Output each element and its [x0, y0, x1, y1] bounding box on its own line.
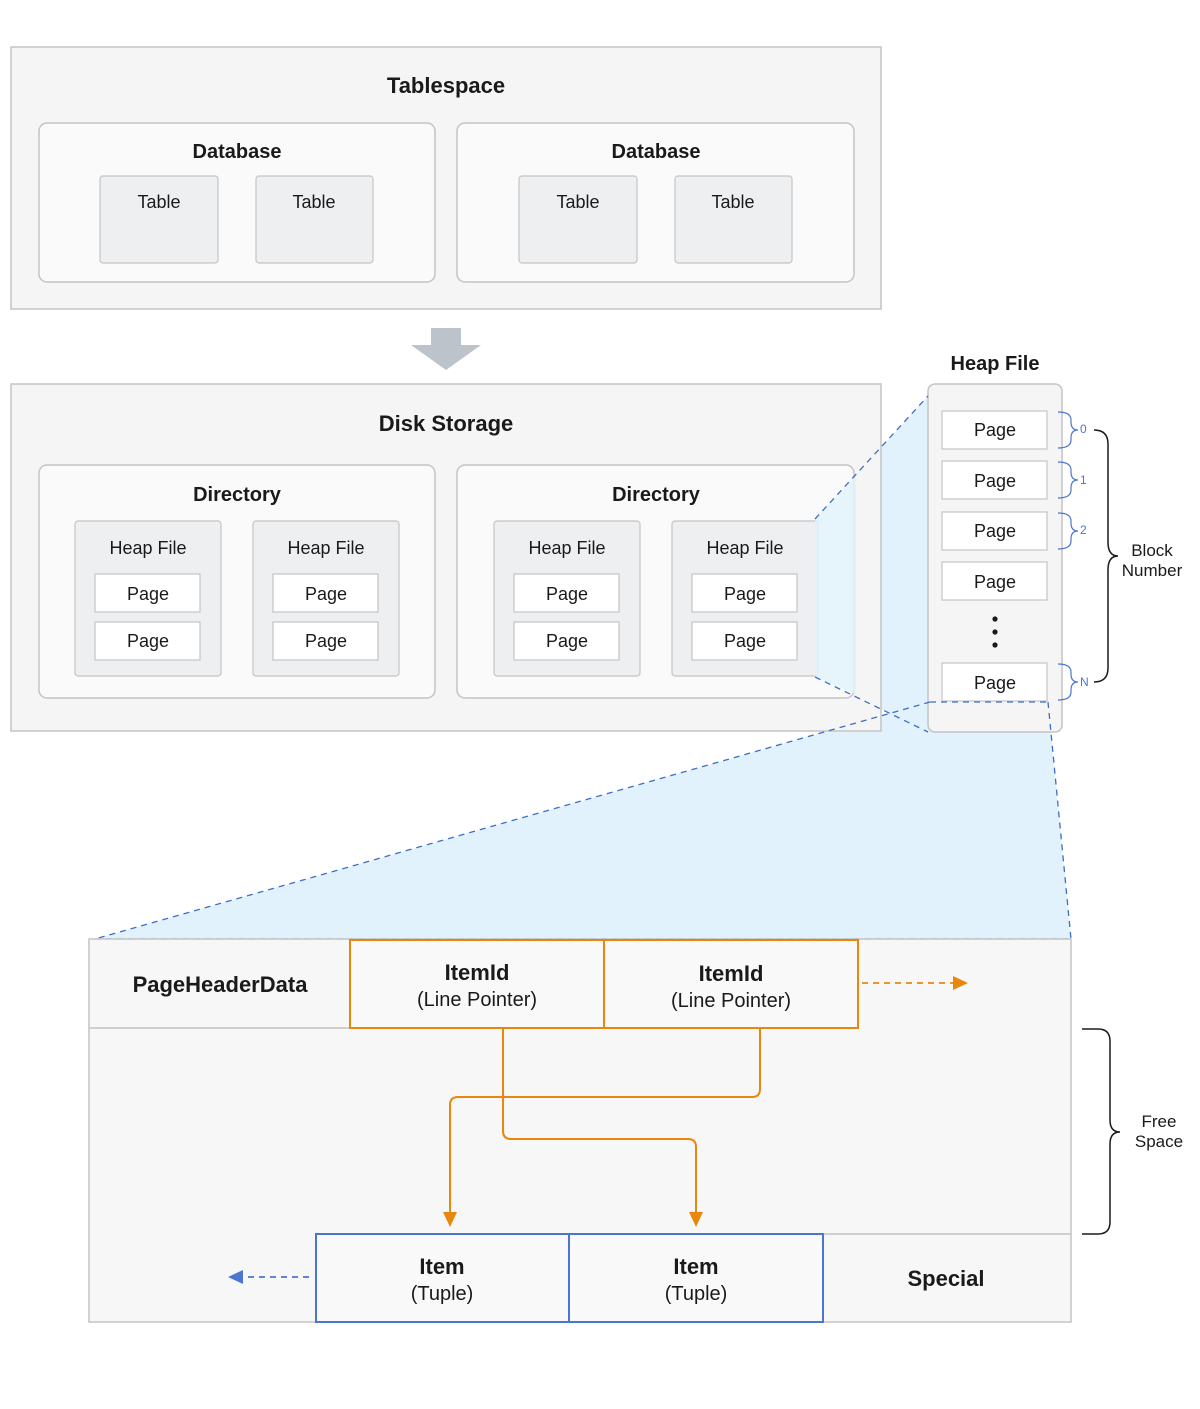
item-box: [315, 1233, 570, 1323]
zoom-area-page: [95, 702, 1071, 939]
item-id-title: ItemId: [699, 961, 764, 986]
page-label: Page: [305, 631, 347, 651]
item-id-box: [349, 939, 605, 1029]
page-box: [691, 573, 798, 613]
free-space-brace: [1082, 1028, 1121, 1235]
database-box: Database Table Table: [456, 122, 855, 283]
item-title: Item: [419, 1254, 464, 1279]
block-number: 2: [1080, 523, 1087, 537]
table-label: Table: [137, 192, 180, 212]
table-label: Table: [556, 192, 599, 212]
page-box: [513, 621, 620, 661]
page-label: Page: [974, 471, 1016, 491]
page-label: Page: [546, 584, 588, 604]
ellipsis-icon: [992, 616, 998, 648]
page-label: Page: [974, 673, 1016, 693]
arrow-right-icon: [953, 976, 968, 990]
page-label: Page: [127, 584, 169, 604]
item-box: [568, 1233, 824, 1323]
page-label: Page: [724, 631, 766, 651]
heap-file-detail-title: Heap File: [951, 353, 1040, 375]
item-subtitle: (Tuple): [665, 1283, 728, 1305]
page-label: Page: [974, 521, 1016, 541]
arrow-left-icon: [228, 1270, 243, 1284]
page-box: [272, 573, 379, 613]
page-box: [94, 573, 201, 613]
directory-box: Directory Heap File Page Page Heap File …: [456, 464, 855, 699]
database-label: Database: [612, 141, 701, 163]
page-label: Page: [724, 584, 766, 604]
item-subtitle: (Tuple): [411, 1283, 474, 1305]
page-box: [272, 621, 379, 661]
directory-box: Directory Heap File Page Page Heap File …: [38, 464, 436, 699]
tablespace-title: Tablespace: [387, 73, 505, 98]
arrow-down-icon: [689, 1212, 703, 1227]
page-label: Page: [974, 572, 1016, 592]
block-number: 0: [1080, 422, 1087, 436]
page-header-label: PageHeaderData: [133, 972, 309, 997]
page-layout: PageHeaderData ItemId (Line Pointer) Ite…: [88, 938, 1072, 1323]
heap-file-box: Heap File Page Page: [74, 520, 222, 677]
page-box: [513, 573, 620, 613]
heap-file-detail: Heap File Page Page Page Page Page 0 1 2…: [927, 353, 1183, 733]
page-label: Page: [546, 631, 588, 651]
table-box: [255, 175, 374, 264]
tablespace-block: Tablespace Database Table Table Database…: [10, 46, 882, 310]
heap-file-box: Heap File Page Page: [493, 520, 641, 677]
database-box: Database Table Table: [38, 122, 436, 283]
page-box: [691, 621, 798, 661]
page-box: [941, 561, 1048, 601]
item-id-subtitle: (Line Pointer): [671, 990, 791, 1012]
page-label: Page: [305, 584, 347, 604]
table-box: [99, 175, 219, 264]
page-box: [941, 410, 1048, 450]
free-space-label: Space: [1135, 1132, 1183, 1151]
heap-file-label: Heap File: [287, 538, 364, 558]
pointer-connector: [449, 1028, 761, 1214]
special-label: Special: [907, 1266, 984, 1291]
item-id-box: [603, 939, 859, 1029]
item-id-title: ItemId: [445, 960, 510, 985]
page-box: [94, 621, 201, 661]
table-box: [674, 175, 793, 264]
disk-storage-block: Disk Storage Directory Heap File Page Pa…: [10, 383, 882, 732]
table-box: [518, 175, 638, 264]
block-number: 1: [1080, 473, 1087, 487]
free-space-label: Free: [1142, 1112, 1177, 1131]
item-title: Item: [673, 1254, 718, 1279]
pointer-connector: [502, 1028, 697, 1214]
block-number-brackets: [1057, 411, 1079, 701]
page-box: [941, 662, 1048, 702]
block-number: N: [1080, 675, 1089, 689]
table-label: Table: [292, 192, 335, 212]
item-id-subtitle: (Line Pointer): [417, 989, 537, 1011]
heap-file-label: Heap File: [706, 538, 783, 558]
page-label: Page: [974, 420, 1016, 440]
page-label: Page: [127, 631, 169, 651]
page-box: [941, 460, 1048, 500]
directory-label: Directory: [612, 484, 701, 506]
heap-file-label: Heap File: [528, 538, 605, 558]
block-number-label: Block: [1131, 541, 1173, 560]
block-number-label: Number: [1122, 561, 1183, 580]
heap-file-box: Heap File Page Page: [671, 520, 819, 677]
down-arrow-icon: [411, 328, 481, 370]
disk-storage-title: Disk Storage: [379, 411, 514, 436]
page-box: [941, 511, 1048, 551]
zoom-overlay: [815, 476, 856, 694]
heap-file-label: Heap File: [109, 538, 186, 558]
block-number-brace: [1093, 429, 1119, 683]
arrow-down-icon: [443, 1212, 457, 1227]
directory-label: Directory: [193, 484, 282, 506]
table-label: Table: [711, 192, 754, 212]
heap-file-box: Heap File Page Page: [252, 520, 400, 677]
database-label: Database: [193, 141, 282, 163]
